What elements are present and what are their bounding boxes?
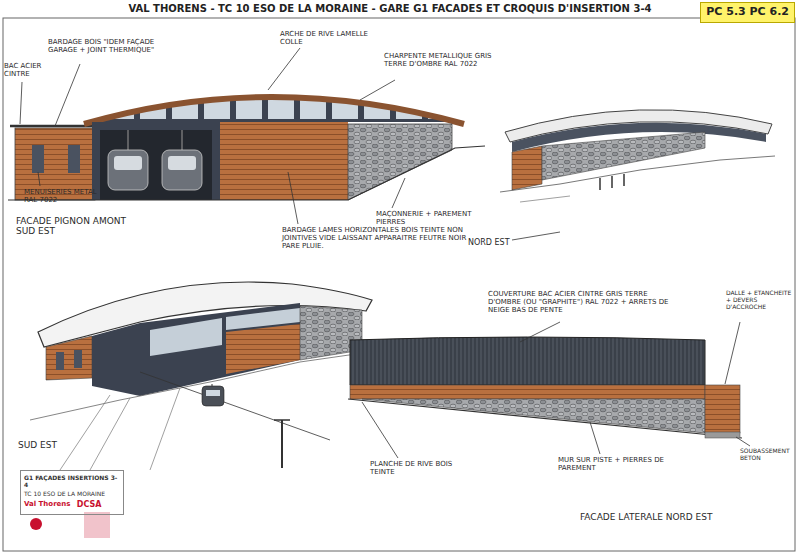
annotation: BARDAGE BOIS "IDEM FAÇADE GARAGE + JOINT… <box>48 38 168 54</box>
sketch-stroke <box>281 420 283 468</box>
node-text: Val Thorens <box>24 500 77 508</box>
sketch-stroke <box>206 390 220 396</box>
annotation: MAÇONNERIE + PAREMENT PIERRES <box>376 210 486 226</box>
annotation: SOUBASSEMENT BETON <box>740 448 792 462</box>
sketch-stroke <box>114 156 142 170</box>
sketch-stroke <box>181 130 182 150</box>
north-east-elevation <box>348 337 742 438</box>
sketch-stroke <box>20 82 22 124</box>
annotation: MUR SUR PISTE + PIERRES DE PAREMENT <box>558 456 692 472</box>
south-east-perspective <box>30 282 372 470</box>
sketch-stroke <box>350 337 705 385</box>
sketch-stroke <box>150 318 222 356</box>
north-east-perspective <box>500 110 775 202</box>
sketch-stroke <box>60 395 110 470</box>
title-block: G1 FAÇADES INSERTIONS 3-4 TC 10 ESO DE LA… <box>20 470 124 515</box>
sketch-stroke <box>108 150 148 190</box>
sketch-stroke <box>512 146 542 190</box>
sketch-stroke <box>55 64 80 126</box>
sketch-stroke <box>226 324 300 374</box>
sketch-stroke <box>350 385 705 399</box>
annotation: ARCHE DE RIVE LAMELLE COLLE <box>280 30 372 46</box>
sheet-title: VAL THORENS - TC 10 ESO DE LA MORAINE - … <box>70 3 710 15</box>
sketch-stroke <box>288 172 298 224</box>
sketch-stroke <box>268 48 300 90</box>
sketch-stroke <box>168 156 196 170</box>
sketch-stroke <box>127 130 128 150</box>
annotation: COUVERTURE BAC ACIER CINTRE GRIS TERRE D… <box>488 290 678 314</box>
annotation: PLANCHE DE RIVE BOIS TEINTE <box>370 460 460 476</box>
sketch-stroke <box>30 518 42 530</box>
sketch-stroke <box>725 322 740 384</box>
sketch-stroke <box>84 97 464 124</box>
sketch-stroke <box>90 398 130 470</box>
sketch-stroke <box>202 386 224 406</box>
node-text: TC 10 ESO DE LA MORAINE <box>24 490 120 497</box>
title-block-logos <box>30 512 110 538</box>
sketch-stroke <box>362 402 398 458</box>
sketch-stroke <box>590 422 600 454</box>
sheet-frame <box>3 18 795 551</box>
permit-badge: PC 5.3 PC 6.2 <box>700 2 795 23</box>
sketch-stroke <box>705 432 740 438</box>
sketch-stroke <box>520 196 570 202</box>
sketch-stroke <box>392 178 405 208</box>
annotation: MENUISERIES METAL RAL 7022 <box>24 188 100 204</box>
sketch-stroke <box>220 122 348 200</box>
sketch-stroke <box>92 323 140 396</box>
sketch-stroke <box>274 419 290 421</box>
sketch-stroke <box>32 145 44 173</box>
sketch-stroke <box>38 172 40 186</box>
sketch-stroke <box>84 512 110 538</box>
sketch-stroke <box>56 352 64 370</box>
annotation: NORD EST <box>468 238 528 247</box>
sketch-stroke <box>140 303 300 396</box>
sketch-stroke <box>68 145 80 173</box>
sketch-stroke <box>140 372 330 440</box>
sketch-stroke <box>736 437 750 446</box>
annotation: FACADE LATERALE NORD EST <box>580 512 760 522</box>
annotation: FACADE PIGNON AMONT SUD EST <box>16 216 140 237</box>
sketch-stroke <box>611 176 613 188</box>
sketch-stroke <box>500 156 775 192</box>
sketch-stroke <box>362 399 705 433</box>
sketch-stroke <box>150 388 180 470</box>
south-east-elevation <box>8 95 485 200</box>
node-text: PC 5.3 PC 6.2 <box>706 5 789 18</box>
node-text: G1 FAÇADES INSERTIONS 3-4 <box>24 474 120 488</box>
sketch-stroke <box>92 122 220 200</box>
sketch-stroke <box>348 399 742 438</box>
annotation: SUD EST <box>18 440 78 450</box>
sketch-stroke <box>162 150 202 190</box>
leader-lines <box>20 48 750 458</box>
annotation: BARDAGE LAMES HORIZONTALES BOIS TEINTE N… <box>282 226 482 250</box>
sketch-stroke <box>360 80 395 100</box>
annotation: BAC ACIER CINTRE <box>4 62 44 78</box>
sketch-stroke <box>599 178 601 190</box>
sketch-stroke <box>512 232 560 240</box>
sketch-stroke <box>46 336 92 380</box>
node-text: DCSA <box>77 500 115 510</box>
sketch-stroke <box>100 130 212 200</box>
sketch-stroke <box>520 322 560 342</box>
sketch-stroke <box>30 352 370 420</box>
sketch-stroke <box>74 350 82 368</box>
sketch-stroke <box>623 174 625 186</box>
sketch-stroke <box>705 385 740 433</box>
annotation: CHARPENTE METALLIQUE GRIS TERRE D'OMBRE … <box>384 52 508 68</box>
annotation: DALLE + ETANCHEITE + DEVERS D'ACCROCHE <box>726 290 792 311</box>
